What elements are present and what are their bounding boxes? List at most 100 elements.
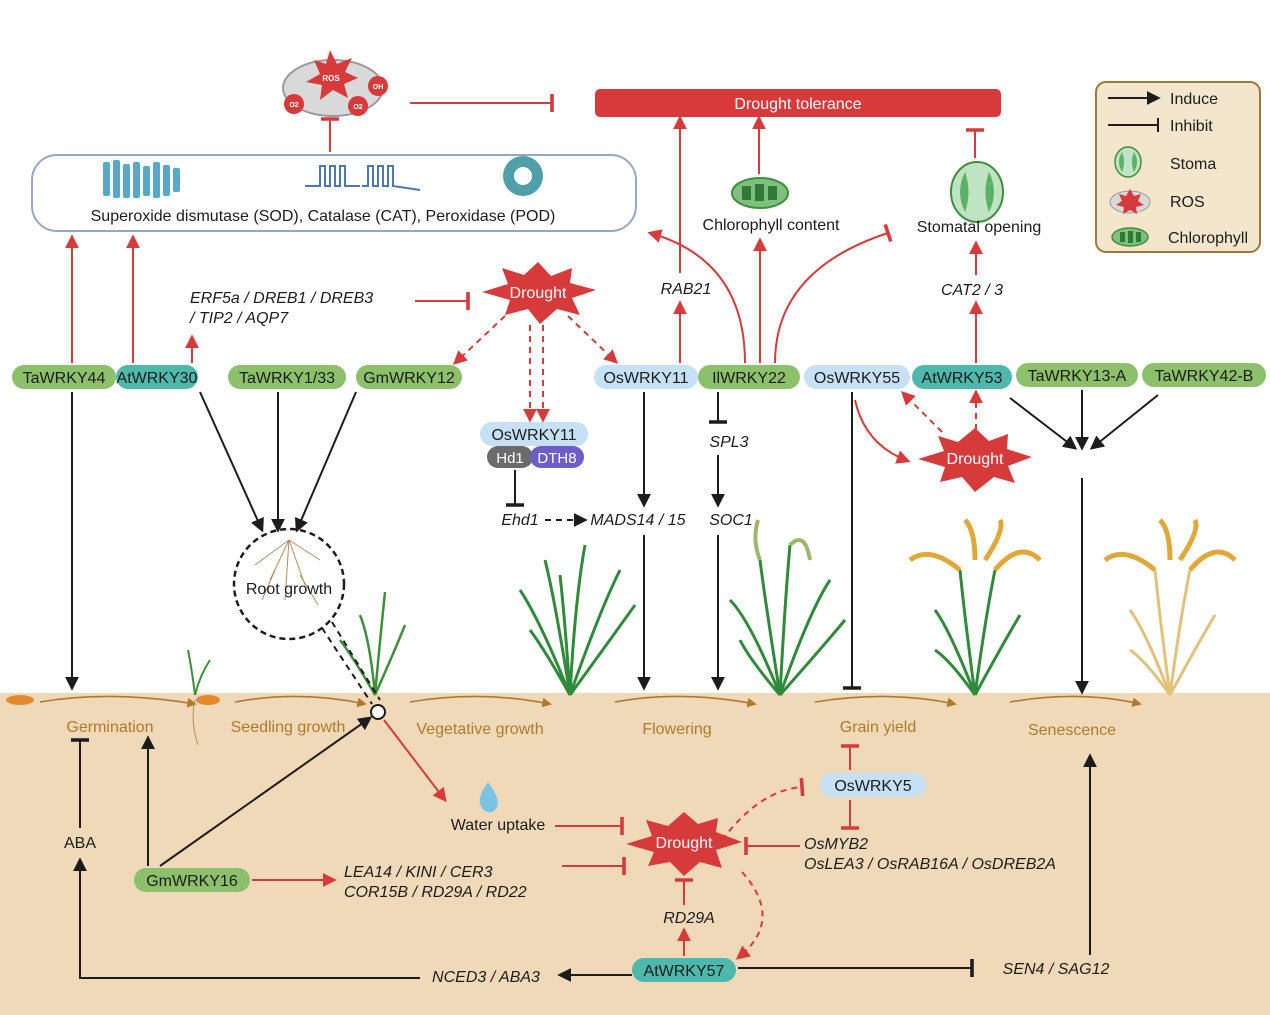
atwrky53-pill <box>912 365 1012 389</box>
atwrky57-pill <box>632 958 736 982</box>
tawrky13a-pill <box>1016 363 1138 387</box>
ros-mitochondria-icon: ROS OH O2 O2 <box>282 50 388 117</box>
oslea-label: OsLEA3 / OsRAB16A / OsDREB2A <box>804 856 1056 873</box>
stomatal-opening-label: Stomatal opening <box>917 219 1042 236</box>
tawrky42b-label: TaWRKY42-B <box>1155 368 1254 385</box>
atwrky30-label: AtWRKY30 <box>117 370 198 387</box>
oswrky11-label: OsWRKY11 <box>603 370 688 387</box>
rab21-label: RAB21 <box>661 281 712 298</box>
chlorophyll-content-label: Chlorophyll content <box>703 217 841 234</box>
oh-label: OH <box>373 84 384 91</box>
oswrky11-complex-pill <box>480 422 588 446</box>
enzymes-label: Superoxide dismutase (SOD), Catalase (CA… <box>91 208 556 225</box>
stage-germination: Germination <box>66 719 153 736</box>
erf-genes-line1: ERF5a / DREB1 / DREB3 <box>190 290 373 307</box>
red-connectors <box>65 94 984 956</box>
tawrky42b-pill <box>1142 363 1266 387</box>
ilwrky22-label: IlWRKY22 <box>712 370 786 387</box>
water-uptake-label: Water uptake <box>451 817 546 834</box>
protein-structure-icon <box>103 160 180 198</box>
rice-grain-icon <box>908 518 1042 696</box>
osmyb2-label: OsMYB2 <box>804 836 868 853</box>
antioxidant-enzyme-box <box>31 154 637 232</box>
legend-chlorophyll-label: Chlorophyll <box>1168 230 1248 247</box>
tawrky13a-label: TaWRKY13-A <box>1028 368 1127 385</box>
stage-grain-yield: Grain yield <box>840 719 916 736</box>
legend-stoma-icon <box>1114 146 1142 178</box>
rd29a-label: RD29A <box>663 910 715 927</box>
atwrky57-label: AtWRKY57 <box>644 963 725 980</box>
ros-center-label: ROS <box>322 74 340 83</box>
ehd1-label: Ehd1 <box>501 512 538 529</box>
water-drop-icon <box>479 782 498 813</box>
legend-stoma-label: Stoma <box>1170 156 1216 173</box>
o2-label-right: O2 <box>353 104 362 111</box>
seed-icon <box>6 695 34 705</box>
gmwrky16-pill <box>134 868 250 892</box>
root-growth-label: Root growth <box>246 581 332 598</box>
nced-label: NCED3 / ABA3 <box>432 969 540 986</box>
spl3-label: SPL3 <box>709 434 748 451</box>
red-dashed-connectors <box>452 315 983 960</box>
lea-genes-line2: COR15B / RD29A / RD22 <box>344 884 527 901</box>
oswrky55-pill <box>804 365 910 389</box>
legend-chlorophyll-icon <box>1111 227 1149 247</box>
stage-seedling: Seedling growth <box>231 719 346 736</box>
atwrky53-label: AtWRKY53 <box>922 370 1003 387</box>
hd1-pill <box>487 446 533 468</box>
tawrky1-33-label: TaWRKY1/33 <box>239 370 335 387</box>
root-growth-circle <box>232 527 346 641</box>
mads-label: MADS14 / 15 <box>590 512 685 529</box>
drought-top-label: Drought <box>510 285 567 302</box>
tf-row: TaWRKY44 AtWRKY30 TaWRKY1/33 GmWRKY12 Os… <box>12 363 1266 389</box>
gmwrky16-label: GmWRKY16 <box>146 873 238 890</box>
black-dashed-connectors <box>321 513 588 705</box>
drought-star-right <box>918 428 1032 492</box>
seedling-icon <box>338 591 407 696</box>
legend-inhibit-label: Inhibit <box>1170 118 1213 135</box>
oswrky55-label: OsWRKY55 <box>814 370 900 387</box>
black-connectors <box>65 390 1159 982</box>
legend-ros-label: ROS <box>1170 194 1205 211</box>
seedling-target-circle <box>370 704 386 720</box>
lea-genes-line1: LEA14 / KINI / CER3 <box>344 864 493 881</box>
seed-icon <box>196 695 220 705</box>
stage-flowering: Flowering <box>642 721 711 738</box>
gmwrky12-pill <box>356 365 462 389</box>
stage-senescence: Senescence <box>1028 722 1116 739</box>
ilwrky22-pill <box>698 365 800 389</box>
drought-star-bottom <box>626 812 742 876</box>
soil-band <box>0 693 1270 1015</box>
oswrky5-label: OsWRKY5 <box>834 778 911 795</box>
aba-label: ABA <box>64 835 96 852</box>
oswrky5-pill <box>820 773 926 797</box>
tawrky44-label: TaWRKY44 <box>23 370 106 387</box>
rice-vegetative-icon <box>518 544 637 696</box>
o2-label-left: O2 <box>289 102 298 109</box>
chloroplast-icon <box>731 177 789 209</box>
drought-right-label: Drought <box>947 451 1004 468</box>
tawrky44-pill <box>12 365 116 389</box>
stoma-icon <box>950 161 1004 223</box>
legend-ros-icon <box>1109 189 1151 214</box>
rice-senescence-icon <box>1103 518 1237 696</box>
cat23-label: CAT2 / 3 <box>941 282 1003 299</box>
soc1-label: SOC1 <box>709 512 753 529</box>
ring-protein-icon <box>503 156 543 196</box>
tawrky1-33-pill <box>228 365 346 389</box>
stage-vegetative: Vegetative growth <box>416 721 543 738</box>
drought-tolerance-label: Drought tolerance <box>734 96 861 113</box>
erf-genes-line2: / TIP2 / AQP7 <box>189 310 289 327</box>
atwrky30-pill <box>116 365 198 389</box>
seedling-small-icon <box>187 649 211 746</box>
dth8-label: DTH8 <box>537 450 576 467</box>
stage-progression <box>39 695 1142 708</box>
legend-induce-label: Induce <box>1170 91 1218 108</box>
drought-star-top <box>482 262 596 324</box>
rice-flowering-icon <box>728 519 847 696</box>
drought-bottom-label: Drought <box>656 835 713 852</box>
oswrky11-complex-label: OsWRKY11 <box>491 427 576 444</box>
drought-tolerance-bar <box>595 89 1001 117</box>
sen-label: SEN4 / SAG12 <box>1003 961 1110 978</box>
